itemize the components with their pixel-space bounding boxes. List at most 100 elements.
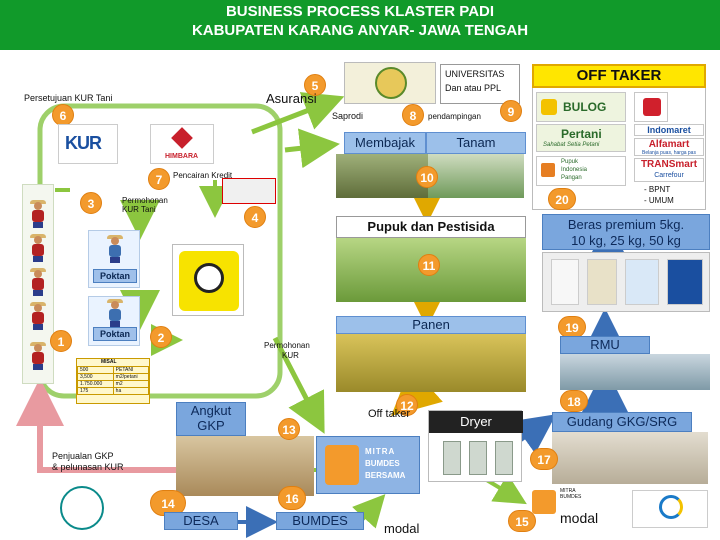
misal-value: 175: [77, 387, 114, 395]
rmu-box: RMU: [560, 336, 650, 354]
pertani-label: Pertani: [561, 127, 602, 141]
alfamart-logo: Alfamart Belanja puas, harga pas: [634, 138, 704, 156]
label-penjualan-1: Penjualan GKP: [52, 451, 114, 461]
angkut-gkp-box: Angkut GKP: [176, 402, 246, 436]
step-14: 14: [150, 490, 186, 516]
desa-box: DESA: [164, 512, 238, 530]
kabupaten-logo-icon: [179, 251, 239, 311]
angkut-line2: GKP: [197, 418, 225, 433]
indomaret-label: Indomaret: [647, 125, 691, 135]
poktan-2-card: Poktan: [88, 296, 140, 346]
farmer-icon: [27, 342, 49, 370]
stage-panen: Panen: [336, 316, 526, 334]
step-11: 11: [418, 254, 440, 276]
step-10: 10: [416, 166, 438, 188]
bumdes-box: BUMDES: [276, 512, 364, 530]
step-2: 2: [150, 326, 172, 348]
step-13: 13: [278, 418, 300, 440]
kementan-logo-icon: [375, 67, 407, 99]
pupuk-indonesia-logo: Pupuk Indonesia Pangan: [536, 156, 626, 186]
kur-logo-text: KUR: [65, 133, 102, 153]
mitra-small-line1: MITRA: [560, 488, 576, 494]
misal-unit: m2: [112, 380, 150, 388]
dryer-machine-icon: [469, 441, 487, 475]
kur-logo: KUR: [58, 124, 118, 164]
mitra-line1: MITRA: [365, 447, 396, 456]
misal-unit: ha: [112, 387, 150, 395]
label-modal-2: modal: [560, 510, 599, 526]
label-permohonan-kur-1: Permohonan: [264, 341, 310, 350]
pos-logo: [634, 92, 668, 122]
alfamart-tagline: Belanja puas, harga pas: [642, 150, 696, 156]
step-7: 7: [148, 168, 170, 190]
universitas-line1: UNIVERSITAS: [445, 69, 505, 79]
misal-value: 1.750.000: [77, 380, 114, 388]
angkut-line1: Angkut: [190, 403, 232, 418]
pupuk-line1: Pupuk: [561, 159, 579, 165]
off-taker-title: OFF TAKER: [532, 64, 706, 88]
farmer-icon: [27, 302, 49, 330]
misal-value: 3,500: [77, 373, 114, 381]
harvest-photo: [336, 334, 526, 392]
label-asuransi: Asuransi: [266, 91, 317, 106]
kabupaten-logo-frame: [172, 244, 244, 316]
label-pencairan: Pencairan Kredit: [173, 171, 233, 180]
poktan-1-card: Poktan: [88, 230, 140, 288]
label-pendampingan: pendampingan: [428, 112, 481, 121]
universitas-line2: Dan atau PPL: [445, 83, 502, 93]
farmer-icon: [27, 200, 49, 228]
step-17: 17: [530, 448, 558, 470]
misal-unit: m2/petani: [112, 373, 150, 381]
himbara-label: HIMBARA: [165, 153, 199, 160]
stage-tanam: Tanam: [426, 132, 526, 154]
dryer-machine-icon: [495, 441, 513, 475]
bulog-icon: [541, 99, 557, 115]
transmart-line1: TRANSmart: [640, 159, 698, 170]
step-18: 18: [560, 390, 588, 412]
partner-logo-icon: [659, 495, 683, 519]
label-umum: - UMUM: [644, 196, 674, 205]
mitra-small-logo: [528, 486, 560, 518]
step-15: 15: [508, 510, 536, 532]
step-4: 4: [244, 206, 266, 228]
warehouse-photo: [552, 432, 708, 484]
universitas-box: UNIVERSITAS Dan atau PPL: [440, 64, 520, 104]
label-permohonan-kur-tani-1: Permohonan: [122, 196, 168, 205]
partner-logo: [632, 490, 708, 528]
step-16: 16: [278, 486, 306, 510]
beras-line1: Beras premium 5kg.: [567, 217, 685, 232]
step-20: 20: [548, 188, 576, 210]
himbara-logo: HIMBARA: [150, 124, 214, 164]
pertani-logo: Pertani Sahabat Setia Petani: [536, 124, 626, 152]
header-banner: BUSINESS PROCESS KLASTER PADI KABUPATEN …: [0, 0, 720, 50]
step-6: 6: [52, 104, 74, 126]
dryer-panel: Dryer: [428, 410, 523, 482]
bulog-logo: BULOG: [536, 92, 626, 122]
desa-logo-icon: [60, 486, 104, 530]
pupuk-icon: [541, 163, 555, 177]
pupuk-line3: Pangan: [561, 175, 582, 181]
transmart-line2: Carrefour: [654, 172, 684, 179]
step-9: 9: [500, 100, 522, 122]
farmer-icon: [104, 235, 126, 263]
mitra-line2: BUMDES: [365, 459, 400, 468]
misal-title: MISAL: [101, 359, 117, 365]
mitra-logo-icon: [325, 445, 359, 485]
mitra-small-line2: BUMDES: [560, 494, 582, 500]
farmer-icon: [27, 234, 49, 262]
step-5: 5: [304, 74, 326, 96]
header-title-line2: KABUPATEN KARANG ANYAR- JAWA TENGAH: [191, 22, 529, 39]
beras-line2: 10 kg, 25 kg, 50 kg: [571, 233, 681, 248]
label-off-taker-small: Off taker: [368, 408, 410, 420]
mitra-small-label: MITRA BUMDES: [560, 488, 581, 500]
label-permohonan-kur-tani-2: KUR Tani: [122, 205, 156, 214]
indomaret-logo: Indomaret: [634, 124, 704, 136]
label-bpnt: - BPNT: [644, 185, 671, 194]
farmer-icon: [27, 268, 49, 296]
label-persetujuan: Persetujuan KUR Tani: [24, 93, 113, 103]
farmer-icon: [104, 299, 126, 327]
label-saprodi: Saprodi: [332, 111, 364, 121]
step-12: 12: [396, 394, 418, 416]
step-8: 8: [402, 104, 424, 126]
